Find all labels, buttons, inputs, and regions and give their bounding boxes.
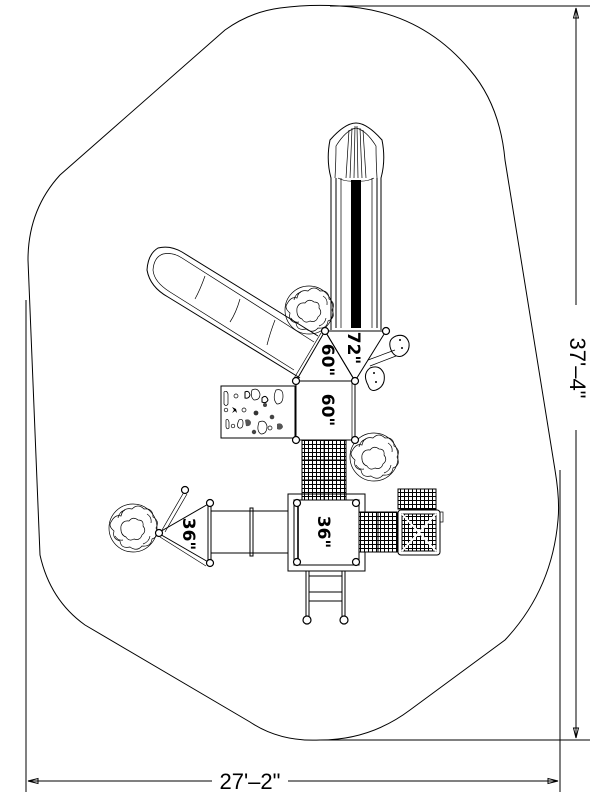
height-dimension-label: 37'–4" xyxy=(565,338,590,399)
square-deck-upper: 60" xyxy=(295,380,356,441)
stepping-pods xyxy=(364,334,410,391)
crawl-tunnel xyxy=(207,503,288,563)
square-deck-lower: 36" xyxy=(287,493,366,572)
rock-climbing-wall xyxy=(220,385,296,439)
width-dimension-label: 27'–2" xyxy=(220,769,281,794)
deck-label-36-square: 36" xyxy=(313,516,333,549)
triangle-deck-tunnel: 36" xyxy=(156,485,211,567)
wave-slide xyxy=(146,246,319,379)
transfer-steps xyxy=(301,439,347,501)
deck-label-36-triangle: 36" xyxy=(178,518,198,551)
deck-label-72: 72" xyxy=(343,332,363,365)
shrub-left xyxy=(108,503,158,553)
deck-posts xyxy=(154,326,391,568)
shrub-top xyxy=(284,285,334,335)
height-dimension: 37'–4" xyxy=(320,5,590,741)
tube-slide xyxy=(327,122,385,330)
deck-label-60-triangle: 60" xyxy=(317,344,337,377)
transfer-platform xyxy=(358,488,444,556)
deck-label-60-square: 60" xyxy=(317,394,337,427)
width-dimension: 27'–2" xyxy=(25,300,561,794)
use-zone-boundary xyxy=(27,4,560,741)
ladder xyxy=(302,571,349,625)
